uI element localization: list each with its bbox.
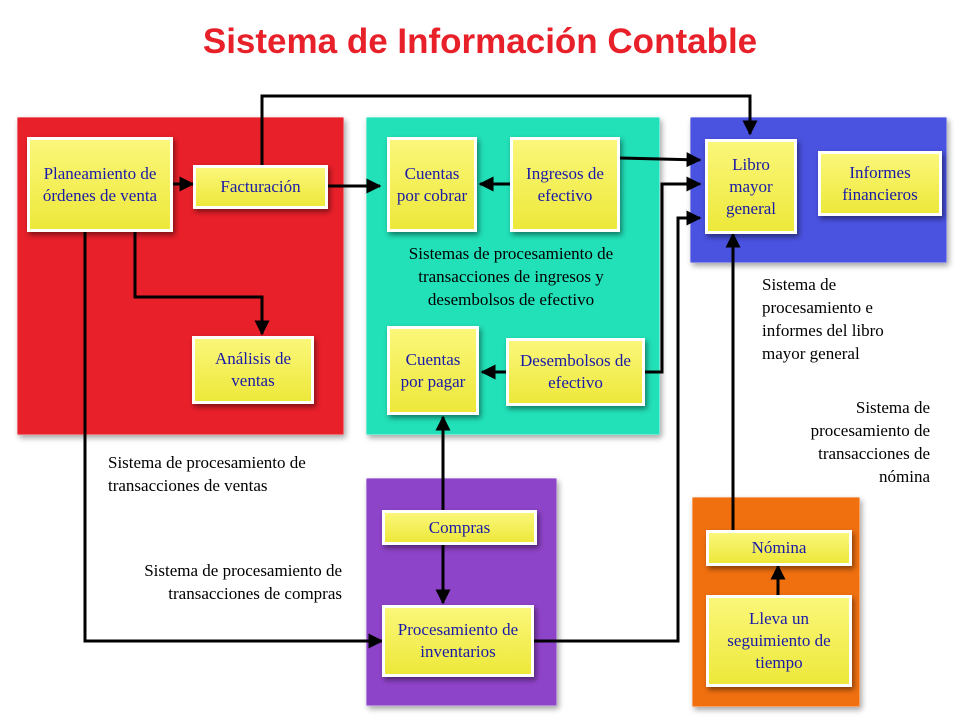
libro-mayor-box: Libro mayor general: [705, 139, 797, 234]
planeamiento-box: Planeamiento de órdenes de venta: [27, 137, 173, 232]
purchase-system-label: Sistema de procesamiento de transaccione…: [144, 561, 342, 603]
page-title: Sistema de Información Contable: [202, 22, 758, 61]
gl-system-label: Sistema de procesamiento e informes del …: [762, 275, 884, 363]
cuentas-cobrar-box: Cuentas por cobrar: [387, 137, 477, 232]
arrow-inventarios-to-libro-mayor: [534, 210, 702, 643]
inventarios-box: Procesamiento de inventarios: [382, 605, 534, 677]
payroll-system-label: Sistema de procesamiento de transaccione…: [810, 398, 930, 486]
arrow-planeamiento-to-analisis: [133, 232, 270, 336]
arrow-facturacion-to-libro-mayor: [260, 94, 758, 165]
cash-system-label: Sistemas de procesamiento de transaccion…: [408, 244, 614, 309]
ingresos-box: Ingresos de efectivo: [510, 137, 620, 232]
cuentas-pagar-box: Cuentas por pagar: [387, 326, 479, 415]
arrow-planeamiento-to-inventarios: [83, 232, 384, 649]
desembolsos-box: Desembolsos de efectivo: [506, 338, 645, 406]
analisis-box: Análisis de ventas: [192, 336, 314, 404]
arrow-desembolsos-to-libro-mayor: [645, 176, 702, 374]
informes-box: Informes financieros: [818, 151, 942, 216]
compras-box: Compras: [382, 510, 537, 545]
seguimiento-box: Lleva un seguimiento de tiempo: [706, 595, 852, 687]
sales-system-label: Sistema de procesamiento de transaccione…: [108, 453, 306, 495]
nomina-box: Nómina: [706, 530, 852, 566]
facturacion-box: Facturación: [193, 165, 328, 209]
arrow-ingresos-to-libro-mayor: [619, 152, 702, 168]
